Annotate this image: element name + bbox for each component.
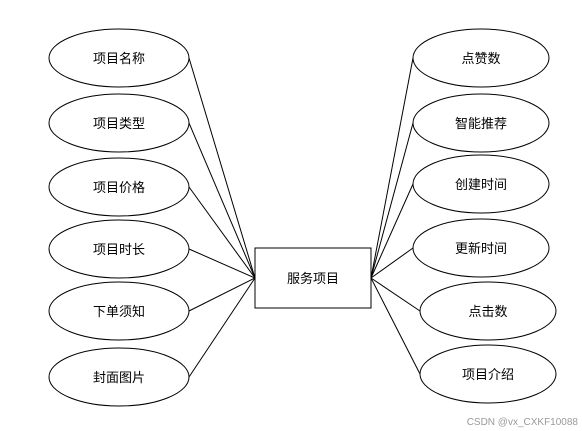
attribute-label: 点击数	[468, 305, 507, 320]
entity-label: 服务项目	[287, 271, 339, 287]
attribute-smart-recommend: 智能推荐	[412, 93, 550, 153]
attribute-updated-time: 更新时间	[412, 218, 550, 278]
connector-right-1	[370, 57, 414, 279]
attribute-likes: 点赞数	[412, 28, 550, 88]
attribute-project-price: 项目价格	[48, 157, 190, 217]
right-connectors	[370, 57, 421, 375]
entity-service-item: 服务项目	[254, 247, 372, 309]
connector-left-5	[188, 277, 256, 312]
attribute-project-type: 项目类型	[48, 93, 190, 153]
connector-right-2	[370, 122, 414, 279]
attribute-clicks: 点击数	[419, 281, 557, 341]
connector-right-3	[370, 183, 414, 279]
connector-left-1	[188, 57, 256, 279]
attribute-label: 项目类型	[93, 117, 145, 132]
attribute-label: 项目介绍	[462, 368, 514, 383]
attribute-project-intro: 项目介绍	[419, 344, 557, 404]
attribute-label: 项目价格	[93, 180, 145, 196]
left-connectors	[188, 57, 256, 378]
connector-left-6	[188, 277, 256, 378]
connector-left-3	[188, 186, 256, 279]
attribute-label: 下单须知	[93, 304, 145, 320]
connector-left-2	[188, 122, 256, 279]
connector-right-6	[370, 277, 421, 375]
attribute-label: 创建时间	[455, 178, 507, 193]
attribute-label: 智能推荐	[455, 117, 507, 132]
attribute-project-name: 项目名称	[48, 28, 190, 88]
watermark-text: CSDN @vx_CXKF10088	[467, 417, 579, 428]
attribute-order-notice: 下单须知	[48, 281, 190, 341]
connector-left-4	[188, 248, 256, 279]
attribute-label: 点赞数	[461, 52, 500, 67]
attribute-label: 项目名称	[93, 51, 145, 67]
connector-right-5	[370, 277, 421, 312]
attribute-label: 更新时间	[455, 241, 507, 257]
attribute-project-duration: 项目时长	[48, 219, 190, 279]
attribute-created-time: 创建时间	[412, 154, 550, 214]
attribute-label: 封面图片	[93, 371, 145, 386]
attribute-label: 项目时长	[93, 243, 145, 258]
connector-right-4	[370, 247, 414, 279]
attribute-cover-image: 封面图片	[48, 347, 190, 407]
